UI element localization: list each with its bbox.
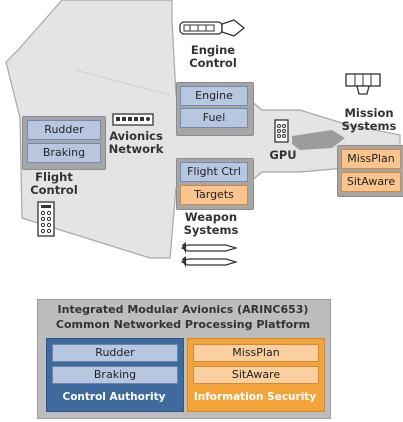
flight-control-label: Flight Control	[24, 171, 84, 197]
platform-rudder-box[interactable]: Rudder	[52, 344, 178, 362]
network-switch-icon	[112, 113, 154, 126]
platform-title-line1: Integrated Modular Avionics (ARINC653)	[57, 303, 309, 316]
missile-icon	[180, 242, 239, 268]
gpu-icon	[274, 119, 289, 143]
wing-fold-line	[74, 69, 171, 96]
engine-box[interactable]: Engine	[180, 86, 248, 106]
braking-box[interactable]: Braking	[27, 143, 101, 163]
platform-braking-box[interactable]: Braking	[52, 366, 178, 384]
flight-control-text: Flight Control	[30, 170, 78, 197]
exhaust-shape	[292, 130, 345, 150]
missplan-box[interactable]: MissPlan	[341, 149, 401, 169]
gpu-label: GPU	[269, 148, 297, 162]
engine-control-icon	[179, 19, 246, 37]
control-panel-icon	[37, 201, 55, 237]
weapon-systems-text: Weapon Systems	[183, 210, 239, 237]
avionics-network-text: Avionics Network	[108, 129, 164, 156]
sitaware-box[interactable]: SitAware	[341, 172, 401, 192]
mission-systems-label: Mission Systems	[338, 107, 400, 133]
information-security-label: Information Security	[193, 391, 317, 403]
engine-control-label: Engine Control	[180, 44, 246, 70]
display-icon	[345, 73, 381, 95]
mission-systems-text: Mission Systems	[341, 106, 397, 133]
platform-sitaware-box[interactable]: SitAware	[193, 366, 319, 384]
avionics-network-label: Avionics Network	[104, 130, 168, 156]
weapon-systems-label: Weapon Systems	[178, 211, 244, 237]
targets-box[interactable]: Targets	[180, 185, 248, 205]
rudder-box[interactable]: Rudder	[27, 120, 101, 140]
control-authority-label: Control Authority	[62, 391, 166, 403]
flight-ctrl-box[interactable]: Flight Ctrl	[180, 162, 248, 182]
platform-title-line2: Common Networked Processing Platform	[55, 318, 311, 331]
fuel-box[interactable]: Fuel	[180, 108, 248, 128]
platform-missplan-box[interactable]: MissPlan	[193, 344, 319, 362]
engine-control-text: Engine Control	[189, 43, 237, 70]
